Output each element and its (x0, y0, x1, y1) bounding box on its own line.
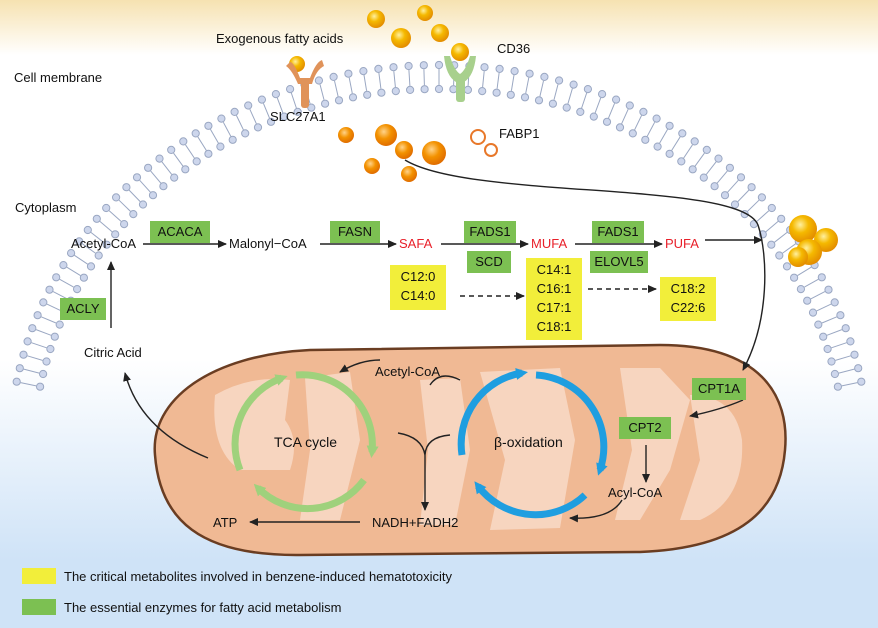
enzyme-elovl5: ELOVL5 (590, 251, 648, 273)
mufa-metabolite-box: C14:1 C16:1 C17:1 C18:1 (526, 258, 582, 340)
metabolite-c17-1: C17:1 (536, 300, 572, 315)
acyl-coa-label: Acyl-CoA (608, 485, 663, 500)
citric-acid-label: Citric Acid (84, 345, 142, 360)
pufa-metabolite-box: C18:2 C22:6 (660, 277, 716, 321)
enzyme-cpt2: CPT2 (619, 417, 671, 439)
fatty-acid-droplets (289, 5, 838, 267)
cell-membrane-label: Cell membrane (14, 70, 103, 85)
legend-swatch-enzymes (22, 599, 56, 615)
cytoplasm-label: Cytoplasm (15, 200, 77, 215)
enzyme-fasn: FASN (330, 221, 380, 243)
cd36-transporter (444, 56, 476, 102)
metabolite-c22-6: C22:6 (670, 300, 706, 315)
metabolite-c18-1: C18:1 (536, 319, 572, 334)
atp-label: ATP (213, 515, 238, 530)
metabolite-c14-1: C14:1 (536, 262, 572, 277)
malonyl-coa-label: Malonyl−CoA (229, 236, 307, 251)
pathway-arrows (107, 159, 766, 526)
acetyl-coa-label: Acetyl-CoA (71, 236, 137, 251)
metabolite-c12-0: C12:0 (400, 269, 436, 284)
mufa-label: MUFA (531, 236, 568, 251)
beta-oxidation-ring (457, 368, 608, 519)
legend-text-enzymes: The essential enzymes for fatty acid met… (64, 600, 342, 615)
tca-cycle-label: TCA cycle (274, 434, 338, 450)
exogenous-fatty-acids-label: Exogenous fatty acids (216, 31, 344, 46)
lipid-bilayer (12, 60, 866, 391)
enzyme-acaca: ACACA (150, 221, 210, 243)
mito-acetyl-coa-label: Acetyl-CoA (375, 364, 441, 379)
enzyme-fads1-pufa: FADS1 (592, 221, 644, 243)
enzyme-acly: ACLY (60, 298, 106, 320)
cd36-label: CD36 (497, 41, 531, 56)
legend-text-metabolites: The critical metabolites involved in ben… (64, 569, 453, 584)
tca-cycle-ring (231, 371, 379, 513)
safa-metabolite-box: C12:0 C14:0 (390, 265, 446, 310)
safa-label: SAFA (399, 236, 433, 251)
slc27a1-label: SLC27A1 (270, 109, 326, 124)
fabp1-label: FABP1 (499, 126, 540, 141)
legend-swatch-metabolites (22, 568, 56, 584)
mitochondrion-body (153, 343, 787, 557)
slc27a1-transporter (286, 60, 324, 108)
enzyme-scd: SCD (467, 251, 511, 273)
pufa-label: PUFA (665, 236, 699, 251)
nadh-fadh2-label: NADH+FADH2 (372, 515, 459, 530)
metabolite-c18-2: C18:2 (670, 281, 706, 296)
enzyme-fads1-mufa: FADS1 (464, 221, 516, 243)
metabolite-c14-0: C14:0 (400, 288, 436, 303)
metabolite-c16-1: C16:1 (536, 281, 572, 296)
enzyme-cpt1a: CPT1A (692, 378, 746, 400)
beta-oxidation-label: β-oxidation (494, 434, 563, 450)
